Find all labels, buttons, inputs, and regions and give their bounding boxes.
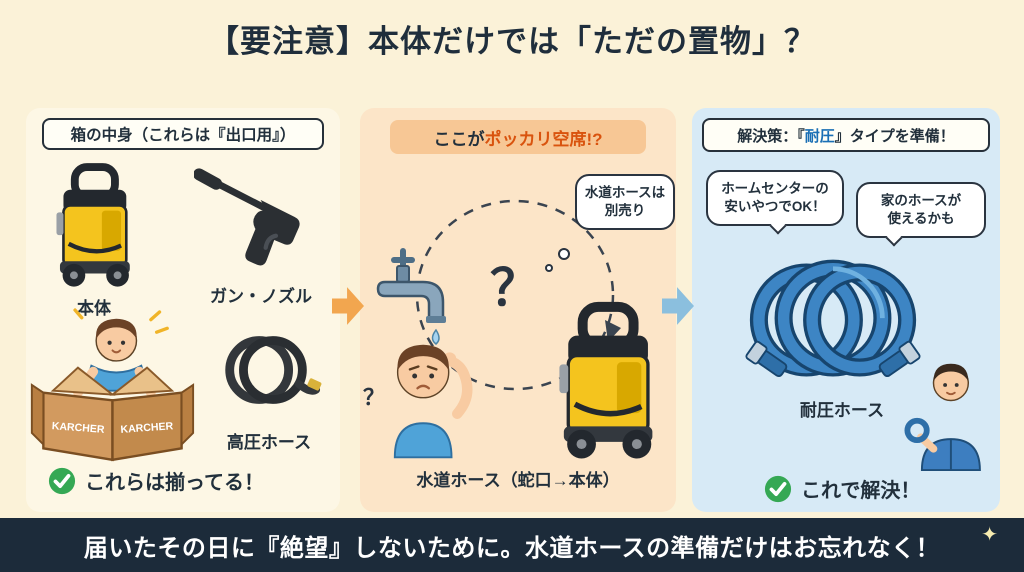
house-hose-bubble: 家のホースが 使えるかも xyxy=(856,182,986,247)
sold-separately-bubble: 水道ホースは 別売り xyxy=(575,174,675,231)
solution-check-text: これで解決！ xyxy=(801,480,921,502)
bubble-tail xyxy=(769,217,787,235)
bubble-line-1: 水道ホースは xyxy=(584,185,666,200)
box-contents-panel: 箱の中身（これらは『出口用』） 本体 ガン・ノズル xyxy=(26,108,340,512)
solution-panel: 解決策：『耐圧』タイプを準備！ ホームセンターの 安いやつでOK！ 家のホースが… xyxy=(692,108,1000,512)
pressure-resistant-hose-icon xyxy=(745,259,921,378)
gap-panel: ここがポッカリ空席!? 水道ホースは 別売り ？ ？ xyxy=(360,108,676,512)
confused-person-icon xyxy=(393,344,473,459)
solution-header-highlight: 耐圧 xyxy=(804,127,835,145)
gap-panel-header: ここがポッカリ空席!? xyxy=(390,120,646,154)
big-question-mark: ？ xyxy=(490,260,540,316)
box-panel-header-text: 箱の中身（これらは『出口用』） xyxy=(70,127,296,144)
blue-arrow-icon xyxy=(662,287,694,325)
box-panel-header: 箱の中身（これらは『出口用』） xyxy=(42,118,324,150)
gap-header-prefix: ここが xyxy=(433,129,485,149)
thought-circle-large xyxy=(558,248,570,260)
solution-panel-header: 解決策：『耐圧』タイプを準備！ xyxy=(702,118,990,152)
sparkle-icon: ✦ xyxy=(981,524,998,546)
thought-circle-small xyxy=(545,264,553,272)
faucet-icon xyxy=(376,248,446,345)
footer-bar: 届いたその日に『絶望』しないために。水道ホースの準備だけはお忘れなく！ ✦ xyxy=(0,518,1024,572)
hose-label: 高圧ホース xyxy=(226,433,312,452)
page-title: 【要注意】本体だけでは「ただの置物」？ xyxy=(208,24,816,59)
box-brand-left-text: KARCHER xyxy=(51,420,105,436)
unit-label: 本体 xyxy=(77,299,111,318)
pressure-washer-icon xyxy=(559,301,653,459)
small-question-mark: ？ xyxy=(362,385,385,410)
gun-label: ガン・ノズル xyxy=(210,287,312,306)
bubble-line-2: 使えるかも xyxy=(887,211,955,227)
unboxing-person-icon: KARCHER KARCHER xyxy=(30,308,195,462)
gap-header-highlight: ポッカリ空席!? xyxy=(484,129,603,149)
worker-person-icon xyxy=(904,363,981,472)
pressure-hose-label: 耐圧ホース xyxy=(799,401,885,420)
solution-header-suffix: 』タイプを準備！ xyxy=(834,127,955,145)
gap-caption: 水道ホース（蛇口→本体） xyxy=(416,471,620,490)
box-check-text: これらは揃ってる！ xyxy=(85,472,264,494)
orange-arrow-icon xyxy=(332,287,364,325)
solution-check-row: これで解決！ xyxy=(764,474,920,503)
bubble-line-2: 安いやつでOK！ xyxy=(724,199,826,215)
home-center-bubble: ホームセンターの 安いやつでOK！ xyxy=(706,170,844,235)
footer-text: 届いたその日に『絶望』しないために。水道ホースの準備だけはお忘れなく！ xyxy=(83,534,941,562)
bubble-line-2: 別売り xyxy=(604,203,646,219)
bubble-line-1: ホームセンターの xyxy=(721,181,829,196)
box-brand-right-text: KARCHER xyxy=(120,420,174,436)
bubble-line-1: 家のホースが xyxy=(880,193,962,208)
spray-gun-icon xyxy=(194,168,300,266)
box-check-row: これらは揃ってる！ xyxy=(48,466,264,495)
check-icon xyxy=(48,467,76,494)
solution-header-prefix: 解決策：『 xyxy=(737,127,805,145)
check-icon xyxy=(764,475,792,502)
high-pressure-hose-icon xyxy=(225,336,322,404)
pressure-washer-icon xyxy=(56,163,130,287)
